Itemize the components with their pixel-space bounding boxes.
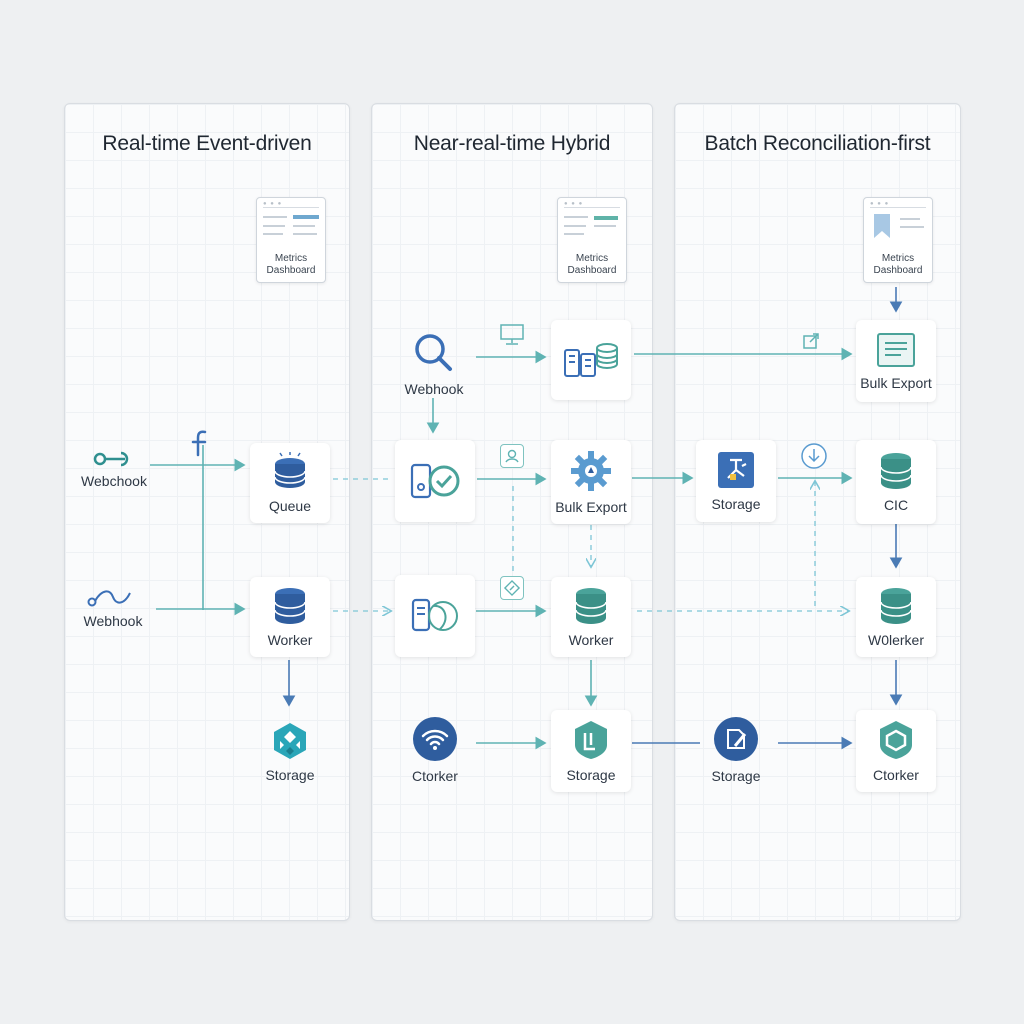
storage-node[interactable]: Storage [250, 712, 330, 792]
device-link-icon [411, 598, 458, 632]
shield-icon [880, 721, 912, 759]
database-icon [274, 452, 306, 488]
node-label: Worker [267, 632, 313, 648]
wave-icon [87, 590, 131, 607]
bulk-export-node[interactable]: Bulk Export [551, 440, 631, 524]
window-dots-icon: ● ● ● [263, 201, 283, 207]
verify-node[interactable] [395, 440, 475, 522]
webhook-node[interactable]: Webhook [78, 586, 148, 630]
webhook-node[interactable]: Webhook [398, 330, 470, 398]
cloud-storage-icon [718, 452, 754, 488]
node-label: W0lerker [867, 632, 924, 648]
ctorker-node[interactable]: Ctorker [400, 714, 470, 786]
wifi-icon [413, 717, 457, 761]
node-label: Ctorker [412, 768, 458, 784]
link-icon [93, 451, 129, 467]
bulk-export-node[interactable]: Bulk Export [856, 320, 936, 402]
node-label: Storage [711, 768, 761, 784]
database-icon [880, 588, 912, 624]
check-device-icon [410, 463, 460, 499]
node-label: Worker [568, 632, 614, 648]
node-label: CIC [883, 497, 909, 513]
window-dots-icon: ● ● ● [564, 201, 584, 207]
download-icon [801, 443, 827, 469]
shield-icon [575, 721, 607, 759]
tag-badge-icon [500, 576, 524, 600]
panel-title: Batch Reconciliation-first [704, 132, 931, 155]
edit-document-icon [714, 717, 758, 761]
storage-node[interactable]: Storage [696, 440, 776, 522]
bookmark-icon [874, 214, 890, 238]
server-stack-icon [564, 343, 618, 377]
node-label: Webchook [81, 473, 147, 489]
facebook-icon [191, 430, 207, 457]
user-badge-icon [500, 444, 524, 468]
node-label: Storage [265, 767, 315, 783]
cic-node[interactable]: CIC [856, 440, 936, 524]
node-label: Ctorker [873, 767, 919, 783]
node-label: Bulk Export [860, 375, 932, 391]
storage-node[interactable]: Storage [551, 710, 631, 792]
cube-icon [274, 723, 306, 759]
node-label: Queue [268, 498, 312, 514]
panel-title: Real-time Event-driven [102, 132, 312, 155]
panel-title: Near-real-time Hybrid [413, 132, 611, 155]
node-label: Webhook [83, 613, 143, 629]
queue-node[interactable]: Queue [250, 443, 330, 523]
monitor-icon [500, 324, 524, 345]
worker-node[interactable]: Worker [551, 577, 631, 657]
database-icon [575, 588, 607, 624]
server-hub-node[interactable] [551, 320, 631, 400]
gear-icon [571, 451, 611, 491]
window-dots-icon: ● ● ● [870, 201, 890, 207]
node-label: Storage [566, 767, 616, 783]
device-node[interactable] [395, 575, 475, 657]
document-icon [877, 333, 915, 367]
worker-node[interactable]: Worker [250, 577, 330, 657]
ctorker-node[interactable]: Ctorker [856, 710, 936, 792]
storage-node[interactable]: Storage [700, 714, 772, 786]
webhook-node[interactable]: Webchook [76, 448, 152, 490]
node-label: Webhook [404, 381, 464, 397]
search-icon [415, 334, 452, 371]
database-icon [274, 588, 306, 624]
node-label: Storage [711, 496, 761, 512]
wolerker-node[interactable]: W0lerker [856, 577, 936, 657]
database-icon [880, 453, 912, 489]
external-link-icon [803, 333, 819, 349]
node-label: Bulk Export [555, 499, 627, 515]
